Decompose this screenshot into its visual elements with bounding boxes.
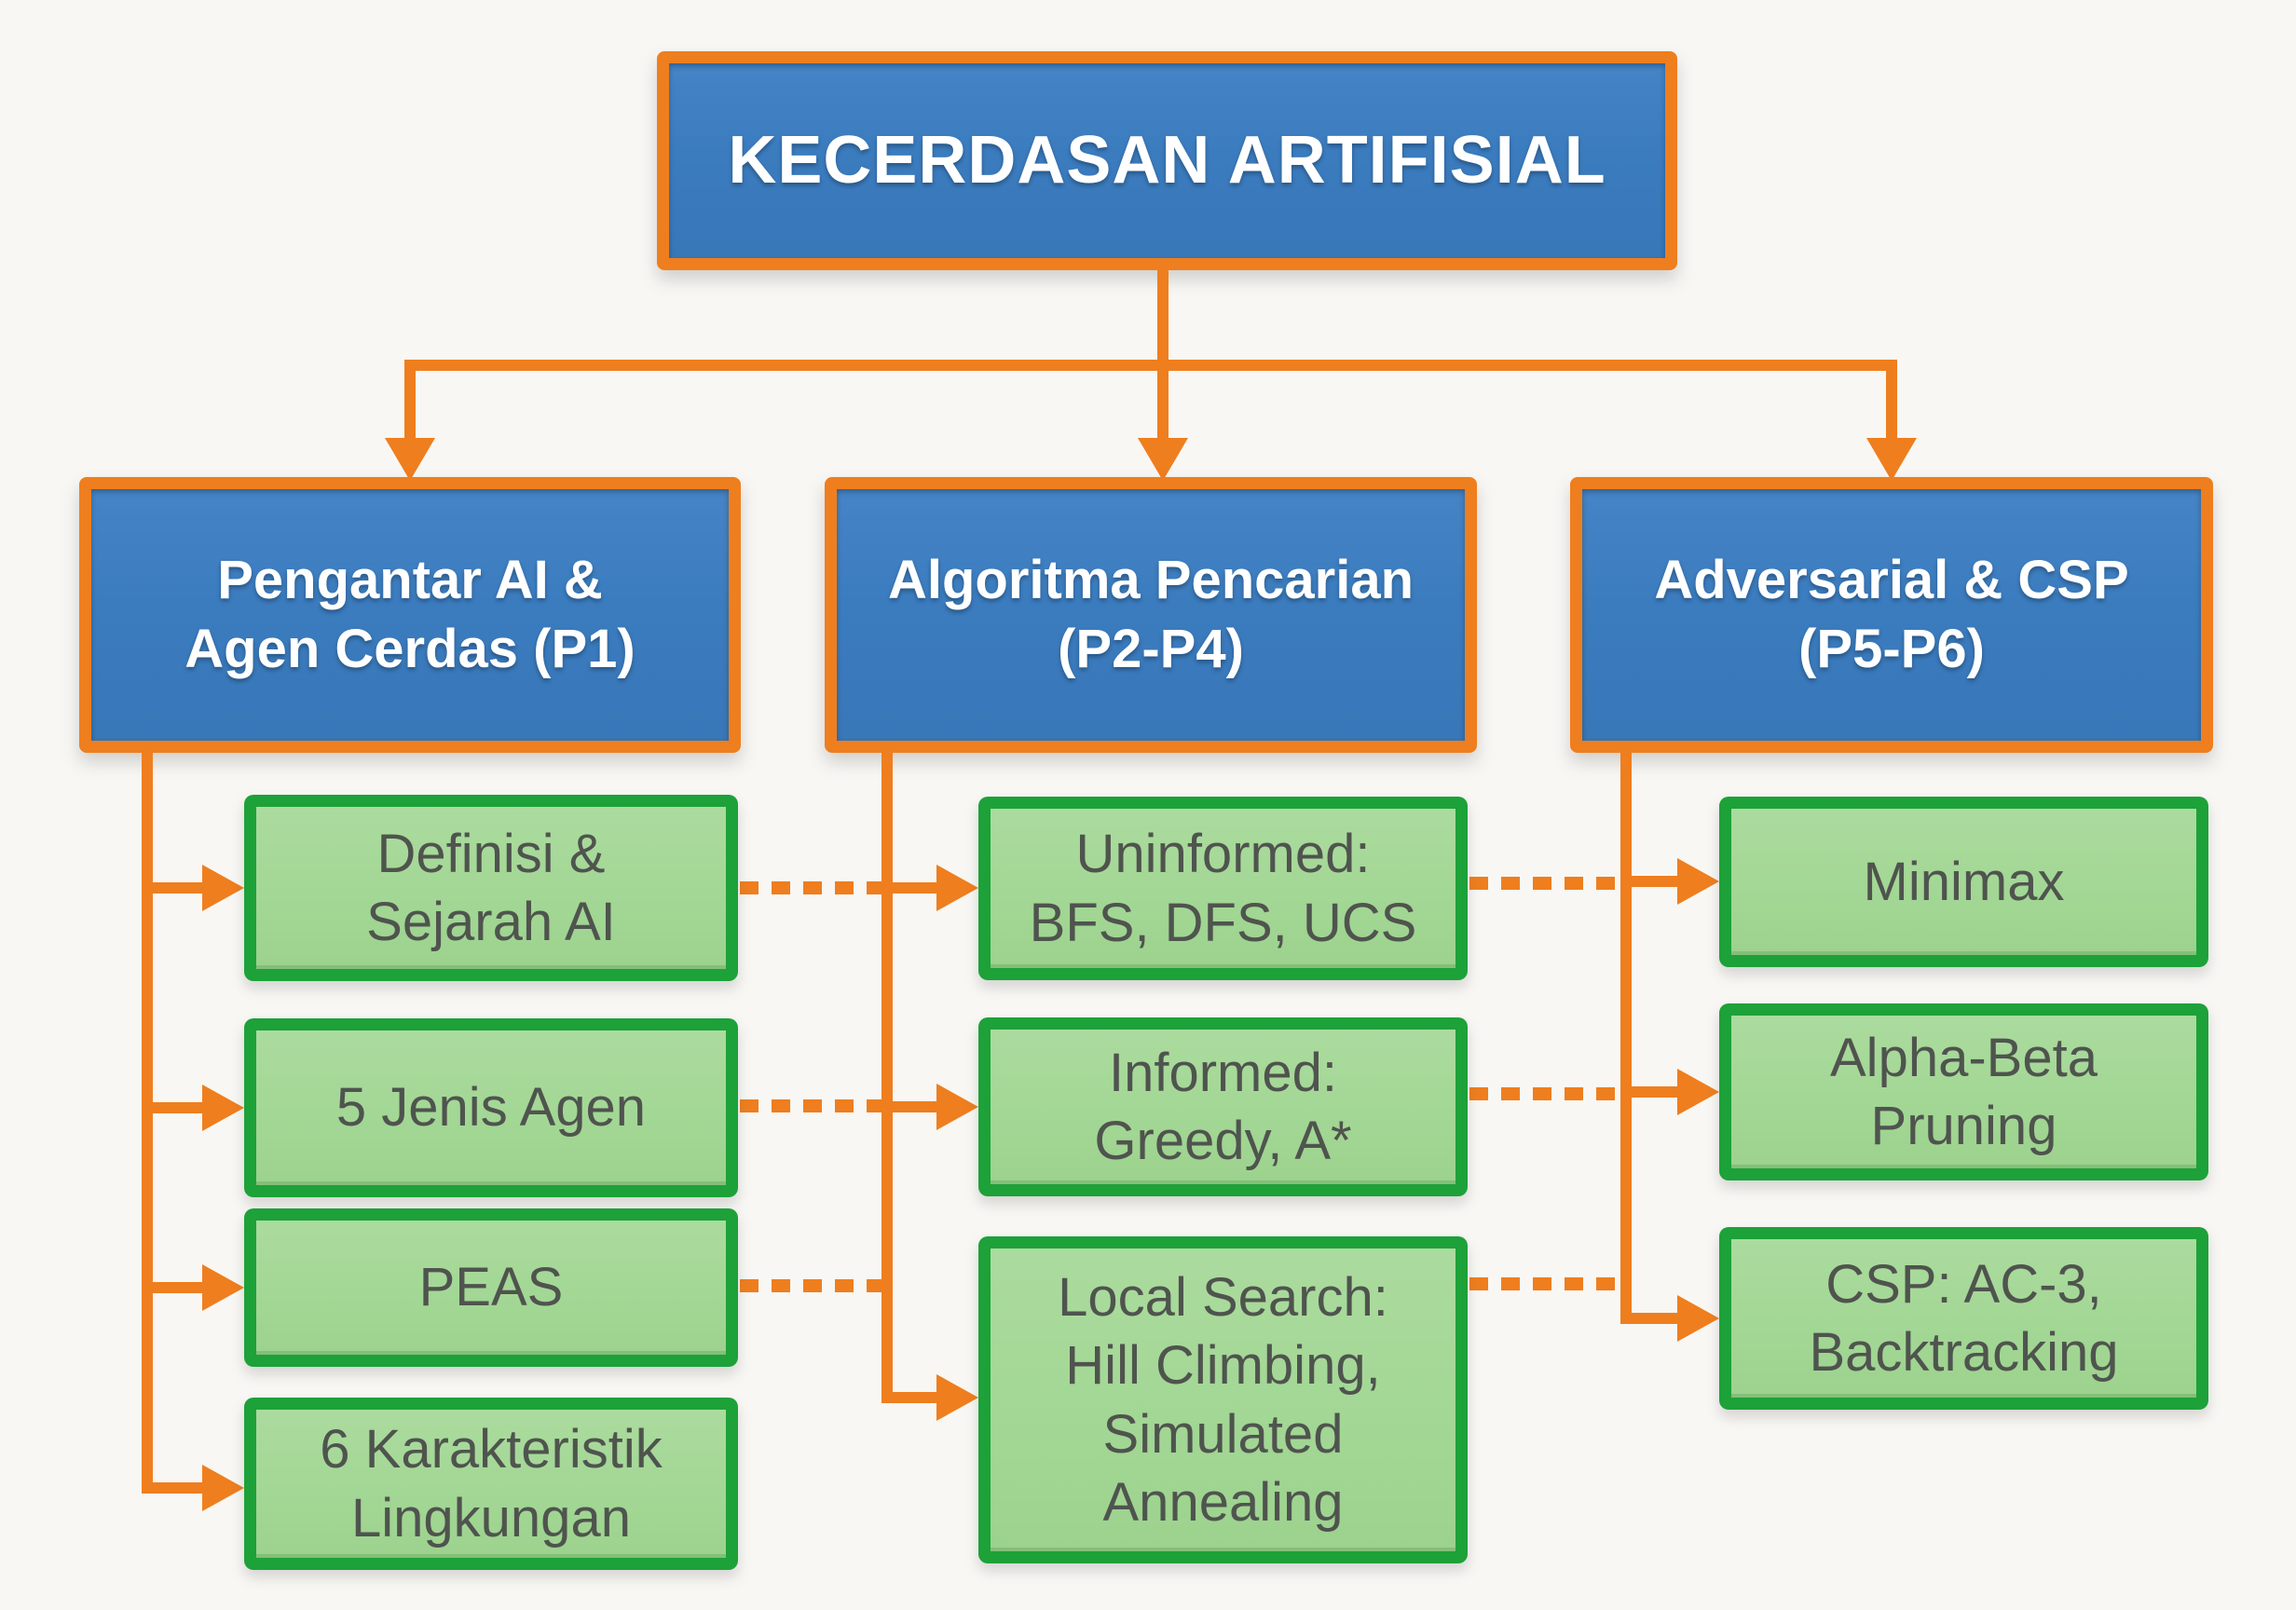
arrowhead-right-informed-icon <box>936 1084 978 1130</box>
connector-mid-row1 <box>887 882 939 894</box>
topic-label: 5 Jenis Agen <box>335 1077 647 1139</box>
connector-right-row3-elbow <box>1620 1313 1680 1324</box>
topic-box-informed-search: Informed: Greedy, A* <box>978 1017 1468 1196</box>
dotted-link-agen-informed <box>740 1099 882 1112</box>
branch-header-label: Adversarial & CSP (P5-P6) <box>1654 549 2129 679</box>
arrowhead-down-pengantar-icon <box>385 438 435 481</box>
branch-header-pengantar-ai: Pengantar AI & Agen Cerdas (P1) <box>79 477 741 753</box>
connector-root-stem <box>1157 268 1168 365</box>
connector-branch-bar <box>404 360 1897 371</box>
topic-box-peas: PEAS <box>244 1208 738 1367</box>
connector-drop-pengantar <box>404 365 416 442</box>
connector-left-row2 <box>142 1102 205 1113</box>
branch-header-label: Pengantar AI & Agen Cerdas (P1) <box>184 549 636 679</box>
connector-drop-adversarial <box>1886 365 1897 442</box>
arrowhead-right-uninformed-icon <box>936 865 978 911</box>
arrowhead-right-definisi-icon <box>202 865 244 911</box>
dotted-link-uninformed-minimax <box>1469 877 1620 890</box>
topic-label: Alpha-Beta Pruning <box>1830 1027 2098 1156</box>
arrowhead-right-karakteristik-icon <box>202 1465 244 1511</box>
branch-header-adversarial-csp: Adversarial & CSP (P5-P6) <box>1570 477 2213 753</box>
connector-mid-row3-elbow <box>882 1392 939 1403</box>
arrowhead-down-adversarial-icon <box>1866 438 1917 481</box>
dotted-link-peas-localsearch <box>740 1279 882 1292</box>
topic-label: CSP: AC-3, Backtracking <box>1809 1253 2119 1383</box>
topic-label: Definisi & Sejarah AI <box>366 823 616 952</box>
branch-header-label: Algoritma Pencarian (P2-P4) <box>887 549 1414 679</box>
connector-right-row2 <box>1626 1086 1680 1098</box>
arrowhead-down-algoritma-icon <box>1138 438 1188 481</box>
connector-left-row4-elbow <box>142 1482 205 1494</box>
dotted-link-informed-alphabeta <box>1469 1087 1620 1100</box>
arrowhead-right-minimax-icon <box>1677 858 1719 905</box>
arrowhead-right-jenis-agen-icon <box>202 1085 244 1131</box>
topic-label: Informed: Greedy, A* <box>1094 1042 1352 1171</box>
topic-box-6-karakteristik-lingkungan: 6 Karakteristik Lingkungan <box>244 1398 738 1570</box>
topic-label: Uninformed: BFS, DFS, UCS <box>1029 824 1417 953</box>
connector-drop-algoritma <box>1157 365 1168 442</box>
topic-box-definisi-sejarah-ai: Definisi & Sejarah AI <box>244 795 738 981</box>
branch-header-algoritma-pencarian: Algoritma Pencarian (P2-P4) <box>825 477 1477 753</box>
connector-trunk-middle <box>882 745 893 1403</box>
connector-right-row1 <box>1626 876 1680 887</box>
topic-label: Local Search: Hill Climbing, Simulated A… <box>1058 1267 1388 1533</box>
topic-label: Minimax <box>1863 851 2065 912</box>
arrowhead-right-csp-icon <box>1677 1295 1719 1342</box>
arrowhead-right-local-search-icon <box>936 1374 978 1421</box>
connector-mid-row2 <box>887 1101 939 1112</box>
topic-label: PEAS <box>418 1257 564 1318</box>
topic-box-5-jenis-agen: 5 Jenis Agen <box>244 1018 738 1197</box>
topic-label: 6 Karakteristik Lingkungan <box>320 1419 663 1549</box>
topic-box-minimax: Minimax <box>1719 797 2208 967</box>
connector-left-row1 <box>142 882 205 894</box>
topic-box-uninformed-search: Uninformed: BFS, DFS, UCS <box>978 797 1468 980</box>
connector-trunk-right <box>1620 745 1632 1324</box>
topic-box-alpha-beta-pruning: Alpha-Beta Pruning <box>1719 1003 2208 1180</box>
dotted-link-definisi-uninformed <box>740 881 882 894</box>
connector-trunk-left <box>142 745 153 1494</box>
arrowhead-right-alphabeta-icon <box>1677 1069 1719 1115</box>
root-node-kecerdasan-artifisial: KECERDASAN ARTIFISIAL <box>657 51 1677 270</box>
dotted-link-localsearch-csp <box>1469 1277 1620 1290</box>
topic-box-local-search: Local Search: Hill Climbing, Simulated A… <box>978 1236 1468 1563</box>
connector-left-row3 <box>142 1282 205 1293</box>
root-node-label: KECERDASAN ARTIFISIAL <box>728 123 1606 198</box>
topic-box-csp-ac3-backtracking: CSP: AC-3, Backtracking <box>1719 1227 2208 1410</box>
arrowhead-right-peas-icon <box>202 1264 244 1311</box>
